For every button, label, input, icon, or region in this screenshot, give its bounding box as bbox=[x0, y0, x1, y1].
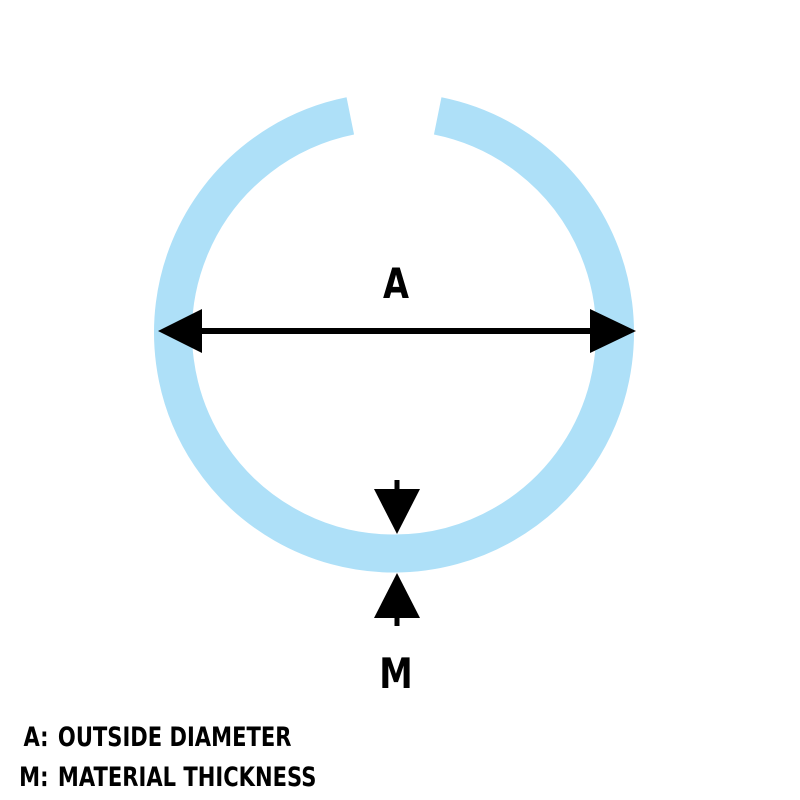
legend-item-diameter: A: OUTSIDE DIAMETER bbox=[8, 718, 316, 758]
legend-item-thickness: M: MATERIAL THICKNESS bbox=[8, 758, 316, 798]
legend-text: MATERIAL THICKNESS bbox=[57, 762, 317, 793]
legend-text: OUTSIDE DIAMETER bbox=[57, 722, 292, 753]
diameter-arrow-left bbox=[158, 309, 202, 353]
legend-key: M: bbox=[19, 762, 49, 793]
thickness-label: M bbox=[379, 649, 412, 698]
split-ring bbox=[154, 97, 634, 573]
diameter-arrow-right bbox=[590, 309, 636, 353]
thickness-arrow-down bbox=[374, 489, 420, 534]
thickness-arrow-up bbox=[374, 573, 420, 618]
legend-key: A: bbox=[23, 722, 49, 753]
diameter-label: A bbox=[383, 259, 410, 308]
legend: A: OUTSIDE DIAMETER M: MATERIAL THICKNES… bbox=[8, 718, 316, 798]
